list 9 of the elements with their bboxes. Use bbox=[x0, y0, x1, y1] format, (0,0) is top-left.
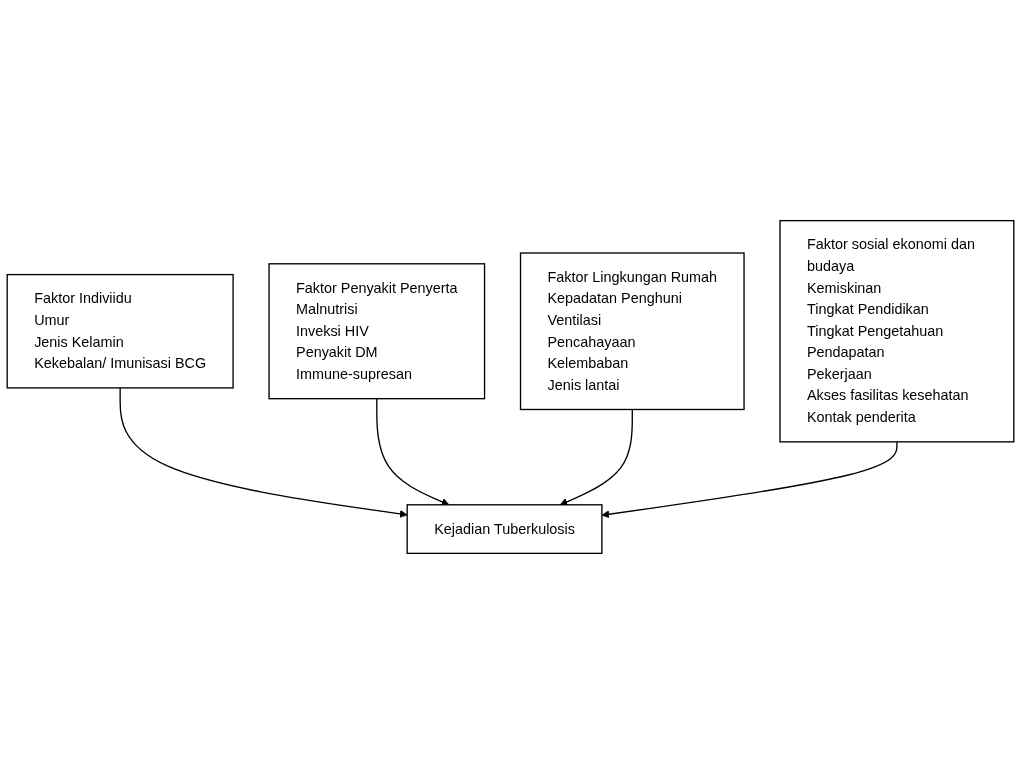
node-box: Faktor Lingkungan Rumah Kepadatan Penghuni Ventilasi Pencahayaan Kelembaban Jenis lantai bbox=[519, 252, 745, 411]
node-box: Faktor Indiviidu Umur Jenis Kelamin Kekebalan/ Imunisasi BCG bbox=[6, 273, 234, 389]
node-box: Faktor sosial ekonomi dan budaya Kemiskinan Tingkat Pendidikan Tingkat Pengetahuan Pendapatan Pekerjaan Akses fasilitas kesehatan Kontak penderita bbox=[779, 219, 1015, 443]
node-box: Kejadian Tuberkulosis bbox=[406, 504, 603, 555]
arrow bbox=[601, 441, 898, 519]
arrow bbox=[559, 408, 633, 506]
node-box: Faktor Penyakit Penyerta Malnutrisi Inveksi HIV Penyakit DM Immune-supresan bbox=[268, 263, 486, 400]
arrow bbox=[119, 387, 408, 518]
arrow bbox=[376, 398, 450, 506]
